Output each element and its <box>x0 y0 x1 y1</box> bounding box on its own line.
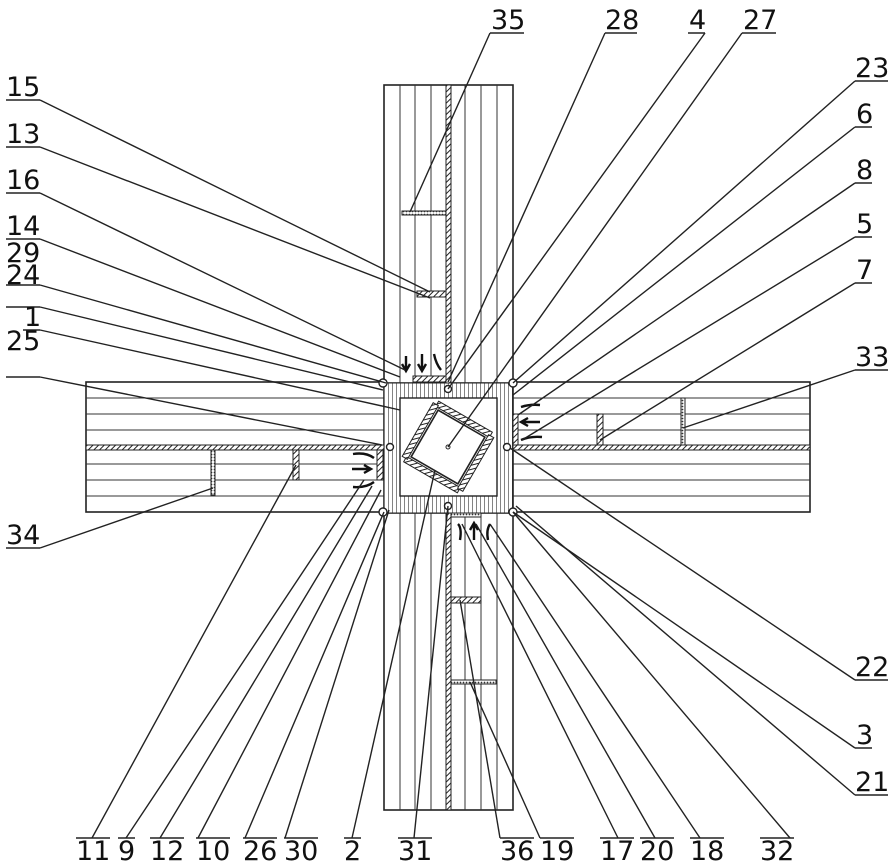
west-arrows <box>352 452 375 489</box>
label-3: 3 <box>856 720 873 751</box>
label-25: 25 <box>6 326 40 357</box>
intersection-box <box>383 382 514 514</box>
label-5: 5 <box>856 209 873 240</box>
label-2: 2 <box>344 836 361 867</box>
label-4: 4 <box>689 5 706 36</box>
label-20: 20 <box>640 836 674 867</box>
label-8: 8 <box>856 155 873 186</box>
south-gate-upper <box>450 596 482 604</box>
label-35: 35 <box>491 5 525 36</box>
south-road <box>383 512 514 811</box>
label-11: 11 <box>76 836 110 867</box>
west-median-strip <box>85 444 385 451</box>
label-6: 6 <box>856 99 873 130</box>
east-stop-line <box>512 413 519 446</box>
label-21: 21 <box>855 767 889 798</box>
label-29: 29 <box>6 238 40 269</box>
label-17: 17 <box>600 836 634 867</box>
label-32: 32 <box>760 836 794 867</box>
north-arrows <box>400 353 442 374</box>
west-road <box>85 381 385 513</box>
west-gate-far <box>210 449 216 496</box>
south-stop-line <box>450 512 482 518</box>
north-gate-lower <box>416 290 447 298</box>
east-median-strip <box>512 444 811 451</box>
label-34: 34 <box>6 520 40 551</box>
label-19: 19 <box>540 836 574 867</box>
label-10: 10 <box>196 836 230 867</box>
south-arrows <box>457 520 492 541</box>
label-33: 33 <box>855 342 889 373</box>
label-30: 30 <box>284 836 318 867</box>
label-14: 14 <box>6 211 40 242</box>
north-road <box>383 84 514 384</box>
label-31: 31 <box>398 836 432 867</box>
label-28: 28 <box>605 5 639 36</box>
east-gate-near <box>596 413 604 446</box>
label-26: 26 <box>243 836 277 867</box>
label-9: 9 <box>118 836 135 867</box>
label-24: 24 <box>6 260 40 291</box>
label-23: 23 <box>855 53 889 84</box>
west-stop-line <box>376 449 384 481</box>
label-13: 13 <box>6 119 40 150</box>
reference-numbers: 35 28 4 27 23 6 8 5 7 33 15 13 16 14 29 … <box>6 5 889 867</box>
north-stop-line <box>412 375 447 383</box>
label-12: 12 <box>150 836 184 867</box>
label-36: 36 <box>500 836 534 867</box>
label-7: 7 <box>856 255 873 286</box>
label-1: 1 <box>24 302 41 333</box>
leader-lines <box>39 32 856 839</box>
rotating-platform <box>401 400 495 494</box>
south-median-strip <box>445 512 452 811</box>
label-15: 15 <box>6 72 40 103</box>
corner-posts <box>378 378 518 517</box>
label-18: 18 <box>690 836 724 867</box>
east-gate-far <box>680 397 686 446</box>
label-27: 27 <box>743 5 777 36</box>
label-16: 16 <box>6 165 40 196</box>
north-gate-upper <box>401 210 447 216</box>
label-22: 22 <box>855 652 889 683</box>
label-underlines <box>6 32 888 839</box>
